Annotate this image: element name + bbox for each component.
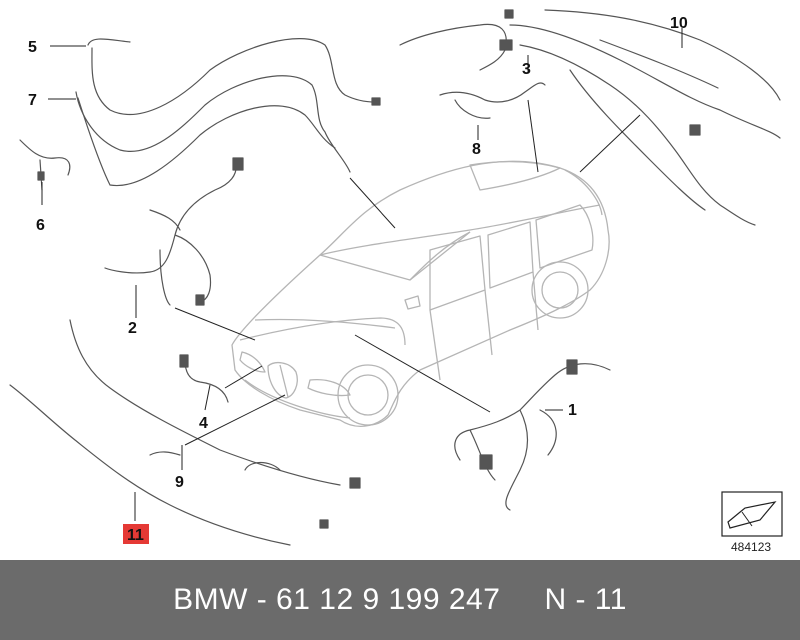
harness-10 [599,39,719,89]
harness-6 [19,139,71,191]
position-label: N - 11 [544,583,627,616]
callout-8: 8 [472,141,481,158]
callout-3: 3 [522,61,531,78]
reference-icon: 484123 [721,491,783,554]
callout-6: 6 [36,217,45,234]
callout-11: 11 [127,527,144,544]
harness-2 [104,159,237,306]
callout-labels: 5 7 6 2 4 9 11 1 3 8 10 [28,15,688,544]
diagram-svg: 5 7 6 2 4 9 11 1 3 8 10 484123 [9,9,783,554]
harness-9 [69,319,341,486]
callout-5: 5 [28,39,37,56]
callout-10: 10 [670,15,688,32]
leader-lines [41,28,683,521]
harness-3 [399,23,781,139]
callout-9: 9 [175,474,184,491]
callout-7: 7 [28,92,37,109]
car-outline [231,160,610,427]
harness-1 [454,363,611,511]
callout-11-highlight [123,524,149,544]
harness-7 [75,75,351,173]
reference-number: 484123 [731,540,771,554]
harness-8 [439,82,546,119]
wiring-harnesses [9,9,781,546]
parts-diagram: 5 7 6 2 4 9 11 1 3 8 10 484123 [9,9,783,554]
harness-11 [9,384,291,546]
harness-5 [87,38,376,115]
part-number: BMW - 61 12 9 199 247 [173,583,501,616]
callout-1: 1 [568,402,577,419]
harness-4 [184,359,229,403]
callout-2: 2 [128,320,137,337]
callout-4: 4 [199,415,208,432]
footer-bar: BMW - 61 12 9 199 247 N - 11 [0,560,800,640]
arrow-icon [727,501,777,529]
